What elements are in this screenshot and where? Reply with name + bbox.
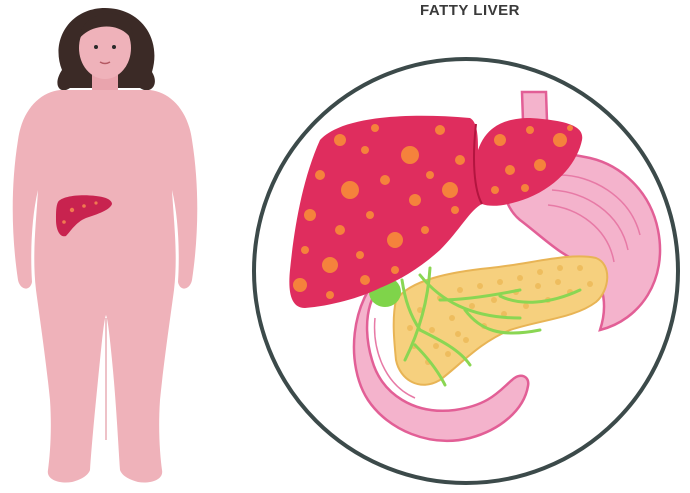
woman-figure [13, 8, 198, 483]
body [13, 90, 198, 483]
organ-circle [254, 59, 678, 483]
right-eye [112, 45, 116, 49]
left-eye [94, 45, 98, 49]
